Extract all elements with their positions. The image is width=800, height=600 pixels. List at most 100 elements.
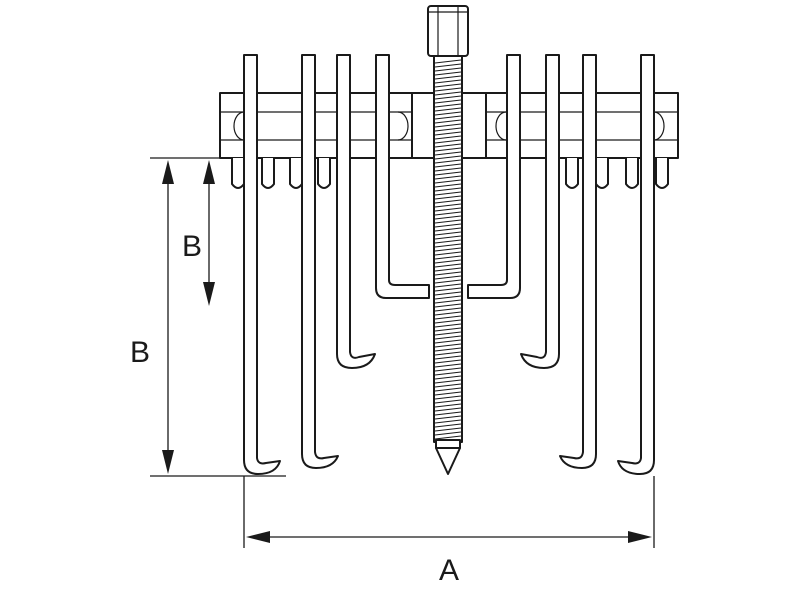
thread-line bbox=[434, 419, 462, 424]
inner-legs bbox=[375, 54, 521, 299]
thread-line bbox=[434, 291, 462, 296]
thread-line bbox=[434, 215, 462, 220]
thread-line bbox=[434, 227, 462, 232]
thread-line bbox=[434, 303, 462, 308]
thread-line bbox=[434, 187, 462, 192]
thread-line bbox=[434, 415, 462, 420]
outer-legs bbox=[243, 54, 655, 475]
thread-line bbox=[434, 115, 462, 120]
thread-line bbox=[434, 319, 462, 324]
thread-line bbox=[434, 191, 462, 196]
thread-line bbox=[434, 139, 462, 144]
thread-line bbox=[434, 131, 462, 136]
thread-line bbox=[434, 435, 462, 440]
thread-line bbox=[434, 267, 462, 272]
thread-line bbox=[434, 263, 462, 268]
thread-line bbox=[434, 431, 462, 436]
label-b-inner: B bbox=[182, 230, 202, 263]
label-a: A bbox=[439, 554, 459, 587]
thread-line bbox=[434, 171, 462, 176]
thread-line bbox=[434, 223, 462, 228]
thread-line bbox=[434, 203, 462, 208]
thread-line bbox=[434, 287, 462, 292]
thread-line bbox=[434, 99, 462, 104]
thread-line bbox=[434, 339, 462, 344]
thread-line bbox=[434, 63, 462, 68]
thread-line bbox=[434, 371, 462, 376]
thread-line bbox=[434, 351, 462, 356]
thread-line bbox=[434, 343, 462, 348]
thread-line bbox=[434, 387, 462, 392]
thread-line bbox=[434, 95, 462, 100]
thread-line bbox=[434, 143, 462, 148]
thread-line bbox=[434, 239, 462, 244]
thread-line bbox=[434, 87, 462, 92]
thread-line bbox=[434, 83, 462, 88]
thread-line bbox=[434, 127, 462, 132]
thread-line bbox=[434, 327, 462, 332]
middle-legs bbox=[336, 54, 560, 369]
thread-line bbox=[434, 235, 462, 240]
thread-line bbox=[434, 275, 462, 280]
thread-line bbox=[434, 395, 462, 400]
thread-line bbox=[434, 279, 462, 284]
thread-line bbox=[434, 155, 462, 160]
thread-line bbox=[434, 295, 462, 300]
thread-line bbox=[434, 67, 462, 72]
thread-line bbox=[434, 323, 462, 328]
leg-clamps bbox=[231, 158, 669, 189]
thread-line bbox=[434, 211, 462, 216]
dimension-b-inner bbox=[203, 160, 215, 306]
thread-line bbox=[434, 383, 462, 388]
thread-line bbox=[434, 123, 462, 128]
thread-line bbox=[434, 315, 462, 320]
label-b-outer: B bbox=[130, 336, 150, 369]
thread-line bbox=[434, 75, 462, 80]
thread-line bbox=[434, 111, 462, 116]
thread-line bbox=[434, 183, 462, 188]
thread-line bbox=[434, 423, 462, 428]
thread-line bbox=[434, 167, 462, 172]
thread-line bbox=[434, 335, 462, 340]
thread-line bbox=[434, 367, 462, 372]
thread-line bbox=[434, 407, 462, 412]
thread-line bbox=[434, 243, 462, 248]
thread-line bbox=[434, 311, 462, 316]
thread-line bbox=[434, 163, 462, 168]
thread-line bbox=[434, 355, 462, 360]
thread-line bbox=[434, 399, 462, 404]
thread-line bbox=[434, 91, 462, 96]
thread-line bbox=[434, 107, 462, 112]
thread-line bbox=[434, 331, 462, 336]
thread-line bbox=[434, 59, 462, 64]
thread-line bbox=[434, 427, 462, 432]
thread-line bbox=[434, 151, 462, 156]
thread-line bbox=[434, 219, 462, 224]
thread-line bbox=[434, 71, 462, 76]
thread-line bbox=[434, 179, 462, 184]
thread-line bbox=[434, 255, 462, 260]
thread-line bbox=[434, 283, 462, 288]
thread-line bbox=[434, 411, 462, 416]
thread-line bbox=[434, 175, 462, 180]
thread-line bbox=[434, 159, 462, 164]
thread-line bbox=[434, 391, 462, 396]
thread-line bbox=[434, 195, 462, 200]
thread-line bbox=[434, 259, 462, 264]
thread-line bbox=[434, 403, 462, 408]
dimension-b-outer bbox=[150, 157, 286, 477]
threaded-spindle bbox=[427, 5, 469, 475]
thread-line bbox=[434, 271, 462, 276]
thread-line bbox=[434, 199, 462, 204]
thread-line bbox=[434, 119, 462, 124]
thread-line bbox=[434, 363, 462, 368]
thread-line bbox=[434, 147, 462, 152]
thread-line bbox=[434, 207, 462, 212]
thread-line bbox=[434, 347, 462, 352]
thread-line bbox=[434, 359, 462, 364]
thread-line bbox=[434, 299, 462, 304]
thread-line bbox=[434, 379, 462, 384]
thread-line bbox=[434, 375, 462, 380]
